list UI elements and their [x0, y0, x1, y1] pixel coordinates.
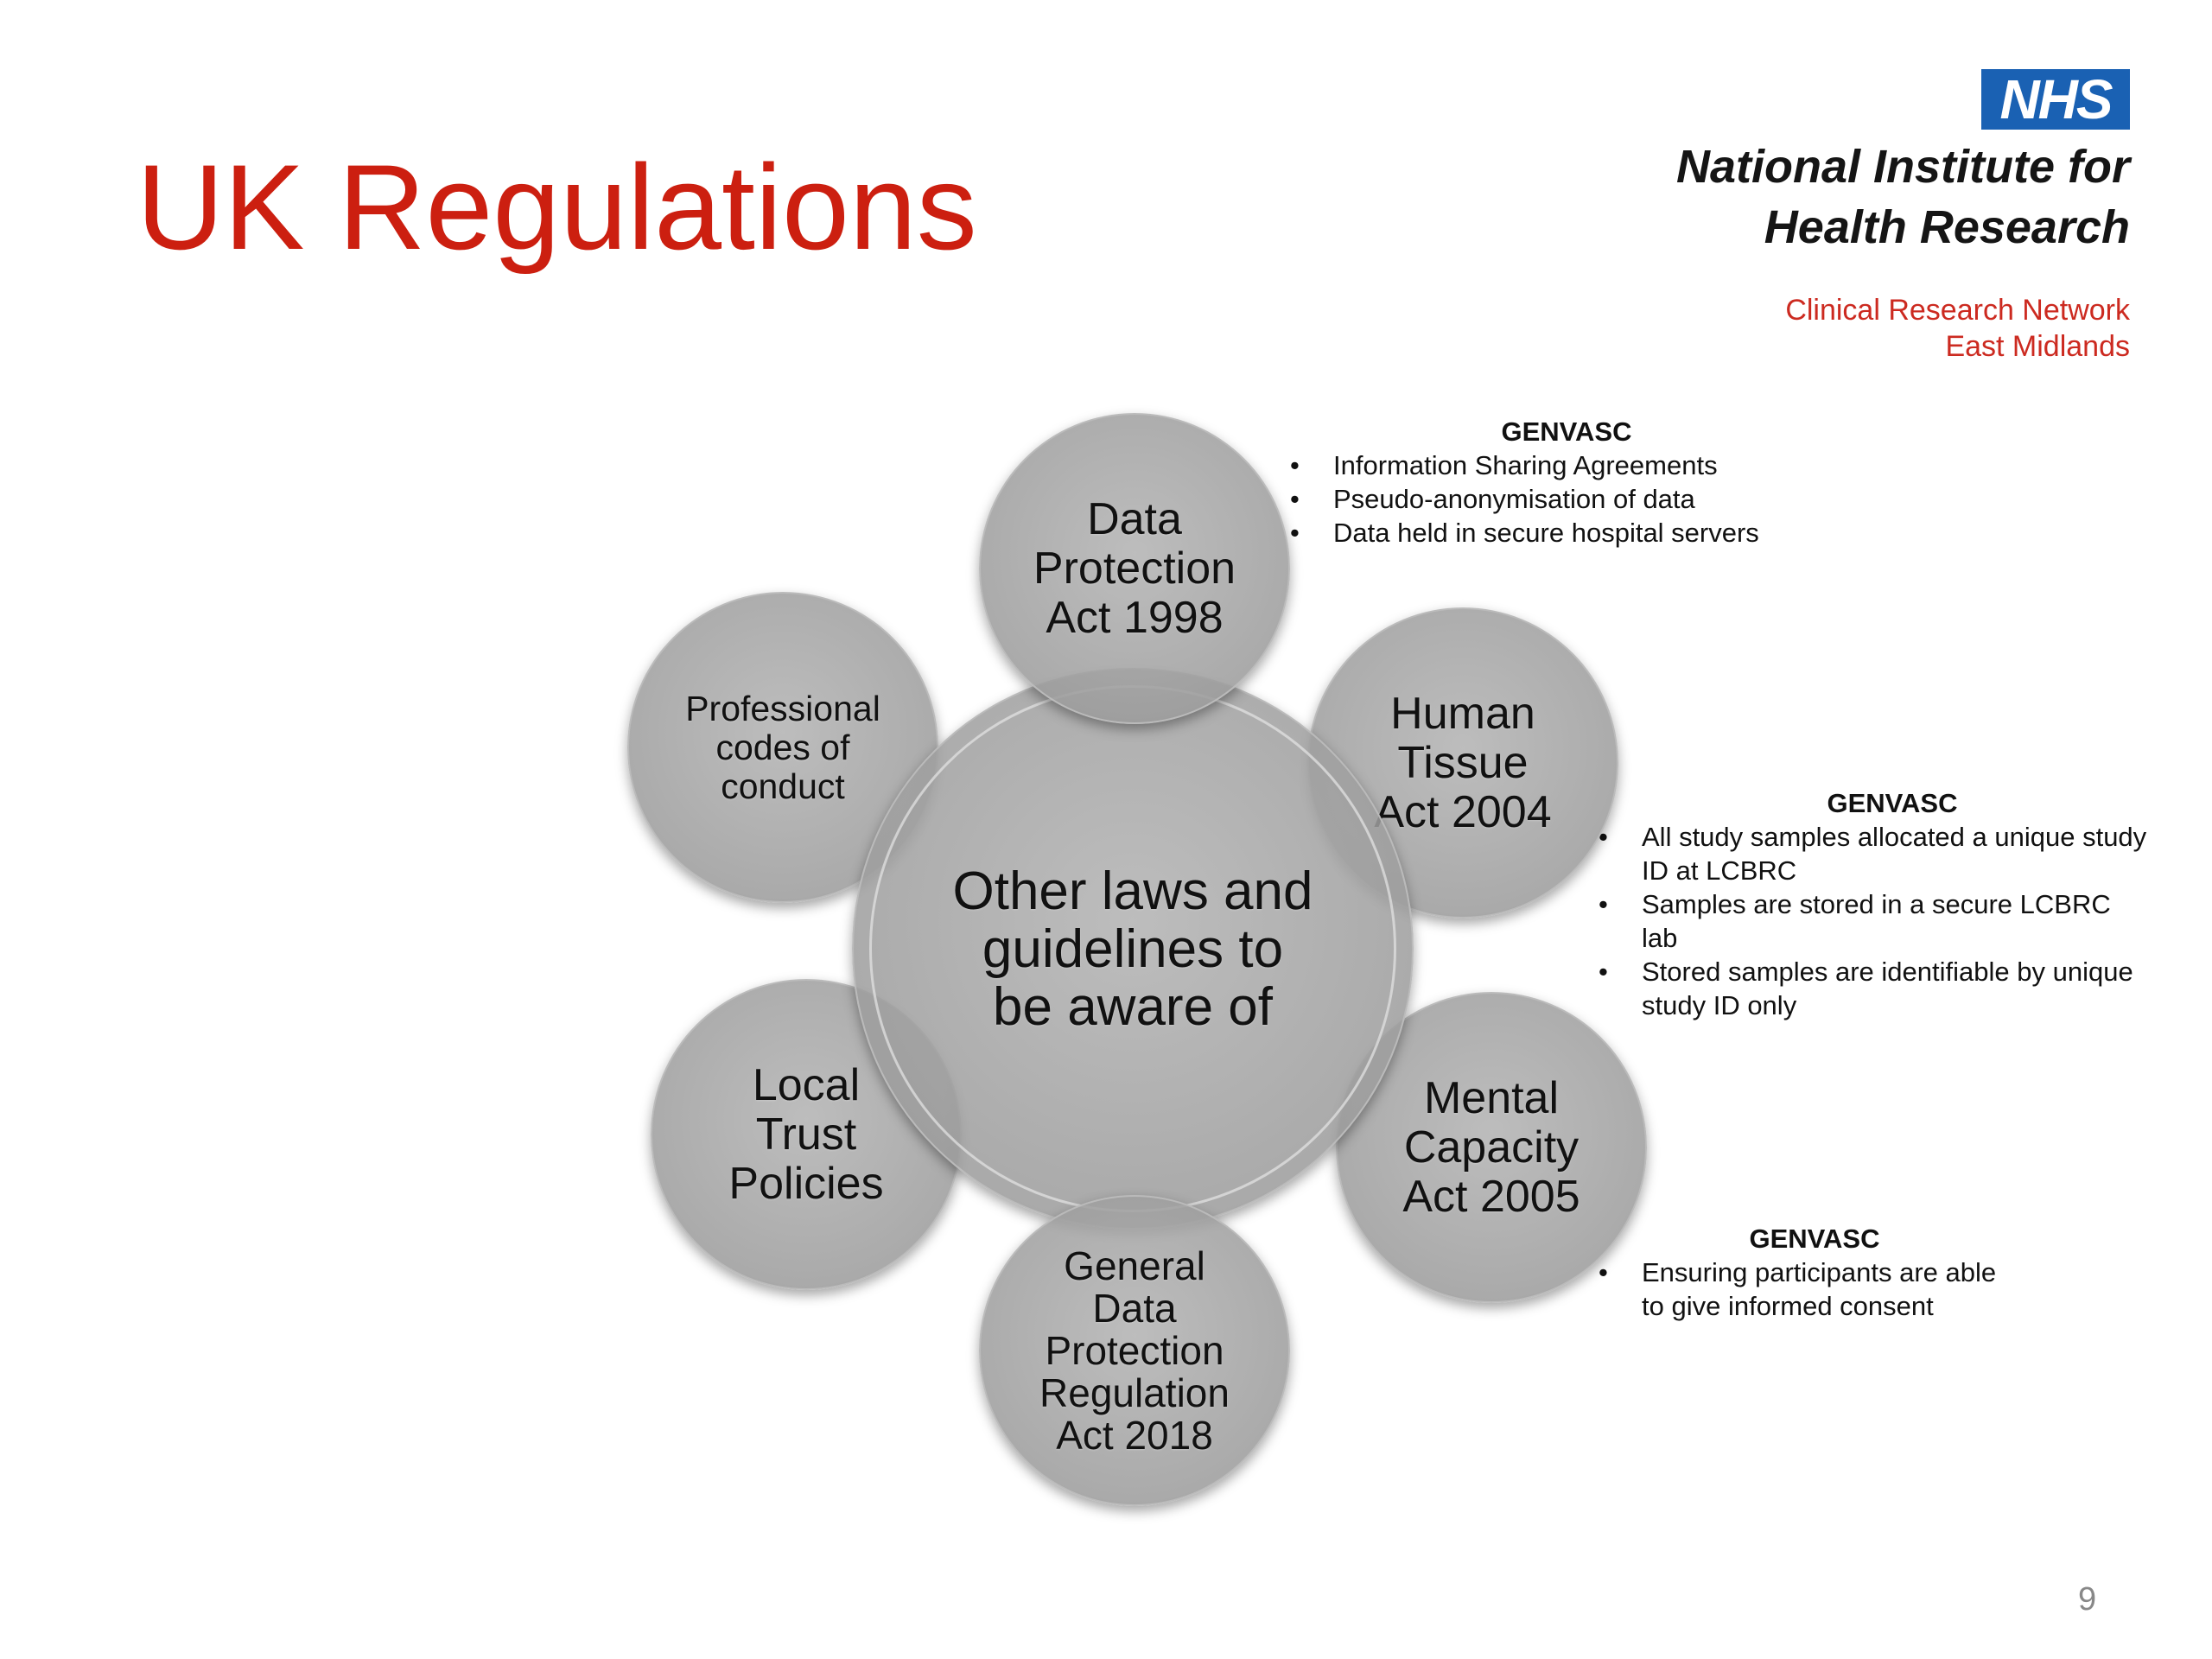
- circle-text-line: Trust: [755, 1109, 857, 1160]
- nihr-logo: NHS National Institute for Health Resear…: [1637, 69, 2147, 432]
- circle-text-line: Mental: [1423, 1072, 1560, 1123]
- circle-text-line: Policies: [728, 1158, 884, 1209]
- genvasc-note-human-tissue: GENVASC All study samples allocated a un…: [1599, 786, 2186, 1022]
- center-circle-text: Other laws and guidelines to be aware of: [953, 862, 1313, 1036]
- circle-text-line: Act 2018: [1056, 1412, 1213, 1458]
- circle-text-line: Act 1998: [1046, 592, 1224, 643]
- note-list: All study samples allocated a unique stu…: [1599, 820, 2186, 1022]
- center-circle: Other laws and guidelines to be aware of: [852, 668, 1414, 1230]
- note-item-text: Stored samples are identifiable by uniqu…: [1642, 957, 2133, 987]
- circle-text-line: Act 2005: [1402, 1171, 1580, 1222]
- note-item-text: Information Sharing Agreements: [1333, 450, 1718, 480]
- circle-text-line: Protection: [1033, 543, 1236, 594]
- network-name-line-2: East Midlands: [1945, 330, 2130, 363]
- note-item-text: to give informed consent: [1642, 1291, 1934, 1321]
- note-item-text: ID at LCBRC: [1642, 855, 1797, 886]
- nihr-name-line-1: National Institute for: [1676, 141, 2130, 193]
- note-item-text: All study samples allocated a unique stu…: [1642, 822, 2147, 852]
- circle-text-line: Data: [1092, 1285, 1177, 1331]
- circle-text: Mental Capacity Act 2005: [1402, 1072, 1580, 1222]
- note-list: Ensuring participants are able to give i…: [1599, 1255, 2048, 1323]
- network-name-line-1: Clinical Research Network: [1785, 294, 2130, 327]
- note-item-text: lab: [1642, 923, 1678, 953]
- circle-text-line: codes of: [715, 727, 850, 767]
- circle-text-line: General: [1064, 1243, 1205, 1288]
- circle-text-line: Data: [1087, 493, 1182, 544]
- circle-text-line: Professional: [685, 688, 880, 728]
- genvasc-note-mental-capacity: GENVASC Ensuring participants are able t…: [1599, 1222, 2048, 1323]
- center-text-line-1: Other laws and: [952, 861, 1313, 921]
- circle-text-line: Tissue: [1397, 737, 1529, 788]
- note-item-text: study ID only: [1642, 990, 1797, 1020]
- circle-text-line: conduct: [721, 766, 845, 806]
- note-item-text: Data held in secure hospital servers: [1333, 518, 1759, 548]
- note-item: Ensuring participants are able to give i…: [1599, 1255, 2048, 1323]
- circle-text: General Data Protection Regulation Act 2…: [1039, 1243, 1230, 1458]
- circle-text: Professional codes of conduct: [685, 688, 880, 806]
- nihr-name: National Institute for Health Research: [1676, 137, 2130, 257]
- note-item: Stored samples are identifiable by uniqu…: [1599, 955, 2186, 1022]
- note-item-text: Samples are stored in a secure LCBRC: [1642, 889, 2111, 919]
- note-heading: GENVASC: [1501, 416, 1632, 447]
- note-list: Information Sharing Agreements Pseudo-an…: [1290, 448, 1826, 550]
- circle-text-line: Act 2004: [1374, 786, 1552, 837]
- center-text-line-2: guidelines to: [982, 918, 1284, 979]
- note-item: Information Sharing Agreements: [1290, 448, 1826, 482]
- note-item: Data held in secure hospital servers: [1290, 516, 1826, 550]
- page-number: 9: [2078, 1581, 2097, 1618]
- circle-text-line: Human: [1390, 688, 1535, 739]
- circle-text-line: Capacity: [1403, 1122, 1580, 1173]
- note-item: All study samples allocated a unique stu…: [1599, 820, 2186, 887]
- genvasc-note-data-protection: GENVASC Information Sharing Agreements P…: [1290, 415, 1826, 550]
- note-item: Pseudo-anonymisation of data: [1290, 482, 1826, 516]
- network-name: Clinical Research Network East Midlands: [1785, 292, 2130, 365]
- circle-text: Human Tissue Act 2004: [1374, 688, 1552, 837]
- note-item: Samples are stored in a secure LCBRC lab: [1599, 887, 2186, 955]
- note-item-text: Ensuring participants are able: [1642, 1257, 1997, 1287]
- circle-text: Data Protection Act 1998: [1033, 493, 1236, 643]
- nhs-badge: NHS: [1981, 69, 2130, 130]
- circle-text: Local Trust Policies: [728, 1059, 884, 1209]
- circle-data-protection-act-1998: Data Protection Act 1998: [979, 413, 1290, 724]
- circle-text-line: Protection: [1045, 1327, 1224, 1373]
- center-text-line-3: be aware of: [993, 976, 1273, 1037]
- circle-text-line: Regulation: [1039, 1370, 1230, 1415]
- note-heading: GENVASC: [1827, 788, 1958, 818]
- slide-title: UK Regulations: [137, 139, 977, 275]
- note-item-text: Pseudo-anonymisation of data: [1333, 484, 1695, 514]
- circle-general-data-protection-regulation: General Data Protection Regulation Act 2…: [979, 1195, 1290, 1506]
- note-heading: GENVASC: [1749, 1224, 1880, 1254]
- nihr-name-line-2: Health Research: [1764, 201, 2130, 253]
- circle-text-line: Local: [752, 1059, 861, 1110]
